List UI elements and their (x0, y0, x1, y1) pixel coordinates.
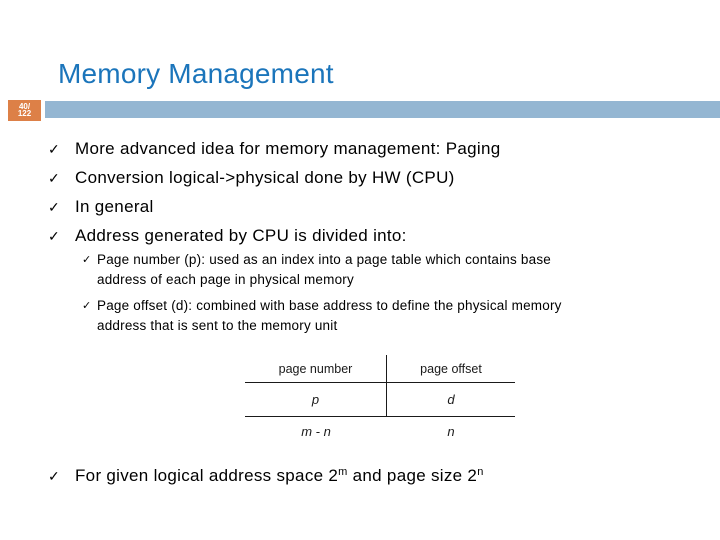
page-number-line2: 122 (17, 108, 32, 118)
final-bullet-item: ✓ For given logical address space 2m and… (48, 466, 484, 486)
bullet-item: ✓ In general (48, 197, 688, 217)
check-icon: ✓ (48, 228, 61, 244)
slide-title: Memory Management (58, 58, 334, 89)
bullet-list-level2: ✓ Page number (p): used as an index into… (82, 250, 694, 342)
page-number-box: 40/ 122 (8, 100, 41, 121)
diagram-value-row: p d (245, 383, 515, 417)
check-icon: ✓ (48, 199, 61, 215)
bullet-item: ✓ More advanced idea for memory manageme… (48, 139, 688, 159)
check-icon: ✓ (48, 170, 61, 186)
sub-bullet-text: Page number (p): used as an index into a… (97, 250, 694, 290)
bullet-text: Address generated by CPU is divided into… (75, 226, 407, 245)
check-icon: ✓ (48, 468, 61, 484)
diagram-col2-width-label: n (447, 423, 455, 439)
exponent-n: n (477, 466, 484, 478)
final-bullet-part2: and page size 2 (347, 466, 478, 485)
bullet-list-level1: ✓ More advanced idea for memory manageme… (48, 139, 688, 255)
diagram-col1-value: p (245, 383, 387, 417)
diagram-col1-header: page number (245, 355, 387, 383)
diagram-width-row: m - n n (245, 417, 515, 445)
exponent-m: m (338, 466, 348, 478)
sub-bullet-line: address that is sent to the memory unit (97, 318, 338, 333)
check-icon: ✓ (82, 254, 92, 266)
page-number-line1: 40/ (18, 102, 31, 111)
sub-bullet-text: Page offset (d): combined with base addr… (97, 296, 694, 336)
final-bullet-part1: For given logical address space 2 (75, 466, 339, 485)
check-icon: ✓ (48, 141, 61, 157)
paging-address-diagram: page number page offset p d m - n n (245, 355, 515, 445)
sub-bullet-line: address of each page in physical memory (97, 272, 354, 287)
sub-bullet-item: ✓ Page number (p): used as an index into… (82, 250, 694, 290)
diagram-col2-value: d (387, 383, 515, 417)
check-icon: ✓ (82, 300, 92, 312)
sub-bullet-line: Page number (p): used as an index into a… (97, 252, 551, 267)
bullet-item: ✓ Address generated by CPU is divided in… (48, 226, 688, 246)
sub-bullet-item: ✓ Page offset (d): combined with base ad… (82, 296, 694, 336)
sub-bullet-line: Page offset (d): combined with base addr… (97, 298, 562, 313)
bullet-text: Conversion logical->physical done by HW … (75, 168, 455, 187)
bullet-text: In general (75, 197, 154, 216)
diagram-col1-width-label: m - n (301, 423, 331, 439)
bullet-item: ✓ Conversion logical->physical done by H… (48, 168, 688, 188)
final-bullet-text: For given logical address space 2m and p… (75, 466, 484, 486)
diagram-col2-header: page offset (387, 355, 515, 383)
header-band (45, 101, 720, 118)
diagram-header-row: page number page offset (245, 355, 515, 383)
bullet-text: More advanced idea for memory management… (75, 139, 501, 158)
